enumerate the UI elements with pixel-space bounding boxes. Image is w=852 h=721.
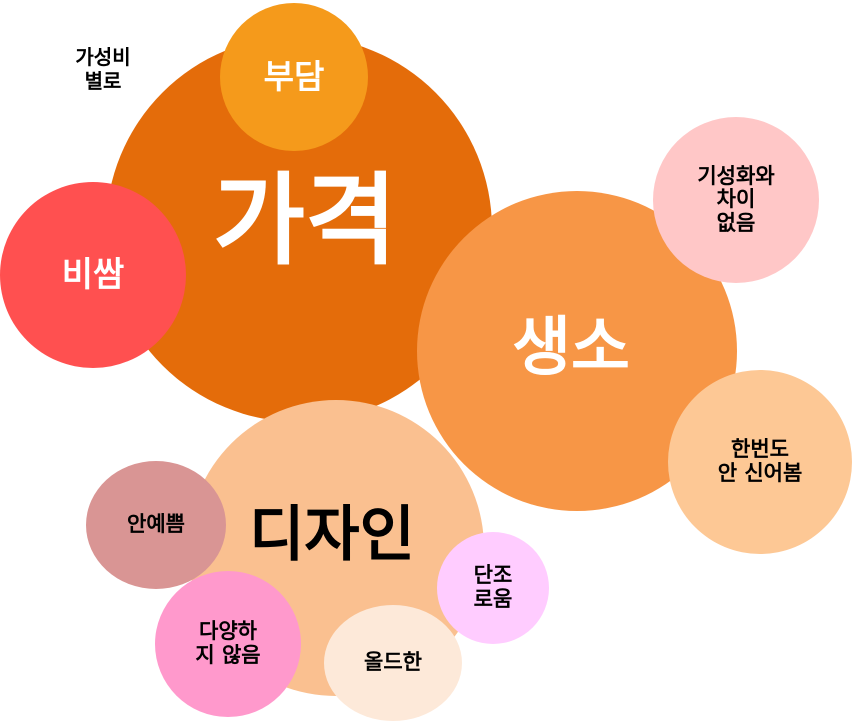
expensive-bubble: 비쌈	[0, 182, 186, 368]
not-varied-label: 다양하 지 않음	[195, 619, 261, 667]
price-label: 가격	[213, 162, 397, 279]
expensive-label: 비쌈	[61, 254, 125, 295]
oldish-bubble: 올드한	[324, 605, 462, 721]
monotone-bubble: 단조 로움	[437, 532, 549, 644]
design-label: 디자인	[249, 500, 415, 571]
oldish-label: 올드한	[364, 650, 422, 675]
never-tried-bubble: 한번도 안 신어봄	[668, 370, 852, 554]
monotone-label: 단조 로움	[473, 563, 513, 611]
never-tried-label: 한번도 안 신어봄	[717, 437, 803, 485]
not-pretty-label: 안예쁨	[127, 512, 185, 537]
cost-performance-label: 가성비 별로	[75, 45, 131, 93]
no-difference-label: 기성화와 차이 없음	[697, 163, 775, 235]
burden-label: 부담	[263, 56, 325, 96]
unfamiliar-label: 생소	[512, 311, 630, 386]
not-pretty-bubble: 안예쁨	[86, 461, 226, 589]
not-varied-bubble: 다양하 지 않음	[155, 571, 301, 717]
burden-bubble: 부담	[220, 3, 368, 151]
no-difference-bubble: 기성화와 차이 없음	[653, 117, 819, 283]
